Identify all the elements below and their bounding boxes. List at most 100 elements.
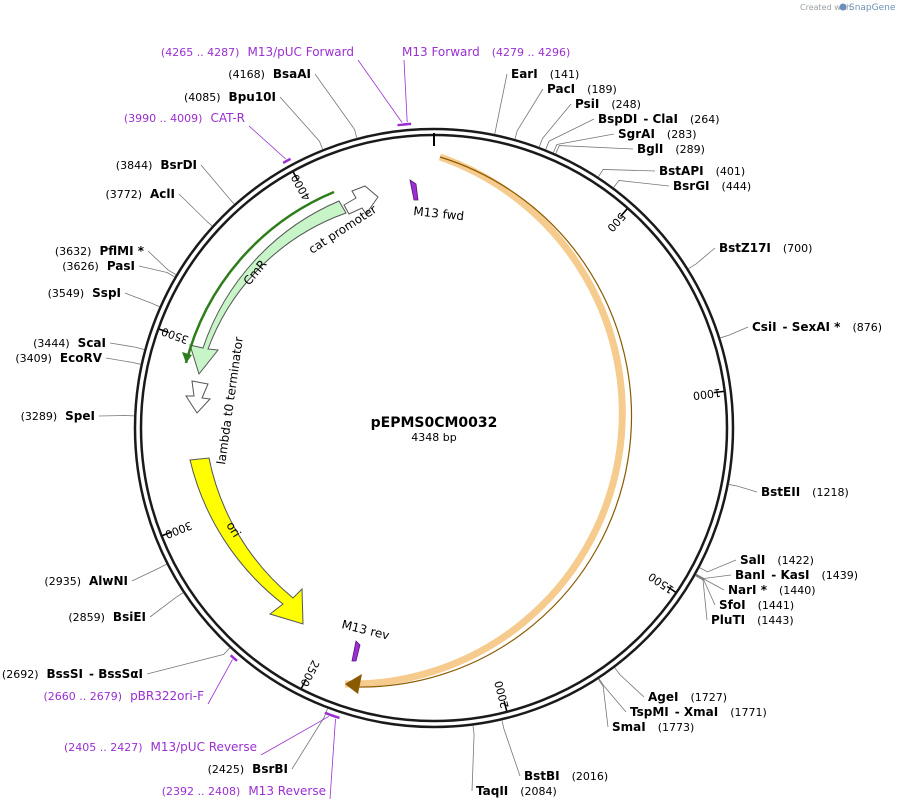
site-position: (3772) bbox=[105, 188, 142, 201]
site-label[interactable]: NarI * (1440) bbox=[728, 583, 816, 597]
site-leader bbox=[494, 73, 508, 135]
primer-bar[interactable] bbox=[324, 711, 335, 718]
site-label[interactable]: PacI(189) bbox=[547, 82, 617, 96]
primer-name: CAT-R bbox=[210, 111, 245, 125]
site-name: ScaI bbox=[78, 336, 106, 350]
site-text: EarI(141) bbox=[511, 67, 579, 81]
site-label[interactable]: (3772) AclI bbox=[105, 187, 175, 201]
primer-label[interactable]: (4265 .. 4287)M13/pUC Forward bbox=[161, 45, 354, 59]
primer-label[interactable]: (3990 .. 4009)CAT-R bbox=[124, 111, 245, 125]
site-label[interactable]: AgeI(1727) bbox=[648, 690, 727, 704]
feature-ori[interactable] bbox=[189, 457, 304, 625]
site-text: BspDI- ClaI(264) bbox=[598, 112, 720, 126]
site-leader bbox=[279, 96, 324, 150]
site-label[interactable]: PluTI(1443) bbox=[711, 613, 794, 627]
primer-bar[interactable] bbox=[332, 714, 340, 720]
site-label[interactable]: (2692)BssSI- BssSαI bbox=[2, 667, 143, 681]
feature-cmr[interactable] bbox=[189, 200, 347, 376]
primer-bar[interactable] bbox=[403, 122, 412, 126]
site-separator: - bbox=[783, 320, 792, 334]
feature-lambda-t0-terminator[interactable] bbox=[185, 380, 212, 414]
site-name: NarI * bbox=[728, 583, 768, 597]
site-position: (4085) bbox=[184, 91, 221, 104]
site-label[interactable]: BstEII(1218) bbox=[761, 485, 849, 499]
site-text: (3772) AclI bbox=[105, 187, 175, 201]
site-label[interactable]: (2859)BsiEI bbox=[68, 610, 146, 624]
site-leader bbox=[552, 133, 615, 153]
site-name: BsrBI bbox=[252, 762, 288, 776]
site-label[interactable]: (3632)PflMI * bbox=[55, 244, 145, 258]
site-name: PacI bbox=[547, 82, 575, 96]
site-label[interactable]: (3549)SspI bbox=[48, 286, 121, 300]
primer-name: M13 Forward bbox=[402, 45, 480, 59]
site-label[interactable]: (3289)SpeI bbox=[21, 409, 95, 423]
plasmid-name: pEPMS0CM0032 bbox=[371, 415, 498, 431]
site-position: (2084) bbox=[520, 785, 557, 798]
primer-label[interactable]: M13 Forward(4279 .. 4296) bbox=[402, 45, 570, 59]
primer-label[interactable]: (2392 .. 2408)M13 Reverse bbox=[162, 784, 326, 798]
credit-brand: SnapGene bbox=[849, 3, 896, 13]
site-text: CsiI- SexAI *(876) bbox=[752, 320, 882, 334]
site-name: BssSI bbox=[46, 667, 83, 681]
site-label[interactable]: (4085)Bpu10I bbox=[184, 90, 276, 104]
site-text: AgeI(1727) bbox=[648, 690, 727, 704]
site-text: BanI- KasI(1439) bbox=[735, 568, 858, 582]
primer-name: pBR322ori-F bbox=[130, 689, 204, 703]
site-text: (3409)EcoRV bbox=[15, 351, 102, 365]
site-label[interactable]: (3409)EcoRV bbox=[15, 351, 102, 365]
feature-m13-rev[interactable] bbox=[351, 640, 361, 662]
site-label[interactable]: (4168)BsaAI bbox=[228, 67, 311, 81]
site-label[interactable]: BstAPI(401) bbox=[659, 164, 745, 178]
site-separator: - bbox=[89, 667, 98, 681]
site-text: PsiI(248) bbox=[575, 97, 641, 111]
primer-leader bbox=[248, 125, 287, 160]
site-position: (1440) bbox=[779, 584, 816, 597]
site-label[interactable]: BstZ17I(700) bbox=[719, 241, 812, 255]
site-label[interactable]: BsrGI(444) bbox=[673, 179, 751, 193]
tick-mark bbox=[666, 585, 676, 593]
tick-mark bbox=[503, 700, 508, 712]
site-position: (3444) bbox=[33, 337, 70, 350]
site-label[interactable]: TaqII(2084) bbox=[476, 784, 557, 798]
site-leader bbox=[291, 708, 328, 770]
primer-text: (2660 .. 2679)pBR322ori-F bbox=[44, 689, 205, 703]
site-label[interactable]: PsiI(248) bbox=[575, 97, 641, 111]
site-label[interactable]: (3444) ScaI bbox=[33, 336, 106, 350]
site-label[interactable]: (3844)BsrDI bbox=[116, 158, 197, 172]
site-leader bbox=[124, 292, 160, 308]
site-name-2: BssSαI bbox=[98, 667, 143, 681]
site-label[interactable]: SalI(1422) bbox=[740, 553, 814, 567]
feature-m13-fwd[interactable] bbox=[409, 179, 419, 201]
site-label[interactable]: CsiI- SexAI *(876) bbox=[752, 320, 882, 334]
site-label[interactable]: (2425)BsrBI bbox=[208, 762, 288, 776]
site-leader bbox=[695, 574, 716, 606]
site-label[interactable]: EarI(141) bbox=[511, 67, 579, 81]
site-label[interactable]: BstBI(2016) bbox=[524, 769, 608, 783]
site-label[interactable]: (3626)PasI bbox=[62, 259, 135, 273]
site-name: PluTI bbox=[711, 613, 745, 627]
site-position: (700) bbox=[783, 242, 813, 255]
site-leader bbox=[314, 73, 358, 139]
site-label[interactable]: BglI(289) bbox=[637, 142, 705, 156]
site-separator: - bbox=[771, 568, 780, 582]
site-label[interactable]: SfoI(1441) bbox=[719, 598, 794, 612]
site-leader bbox=[105, 357, 141, 365]
site-label[interactable]: BanI- KasI(1439) bbox=[735, 568, 858, 582]
site-label[interactable]: SgrAI(283) bbox=[618, 127, 697, 141]
site-leader bbox=[200, 164, 235, 205]
site-position: (2859) bbox=[68, 611, 105, 624]
primer-bar[interactable] bbox=[229, 654, 238, 662]
site-text: BsrGI(444) bbox=[673, 179, 751, 193]
primer-label[interactable]: (2660 .. 2679)pBR322ori-F bbox=[44, 689, 205, 703]
site-label[interactable]: (2935)AlwNI bbox=[44, 574, 128, 588]
site-label[interactable]: TspMI- XmaI(1771) bbox=[630, 705, 767, 719]
primer-bar[interactable] bbox=[282, 157, 292, 164]
primer-label[interactable]: (2405 .. 2427)M13/pUC Reverse bbox=[64, 740, 257, 754]
site-label[interactable]: BspDI- ClaI(264) bbox=[598, 112, 720, 126]
feature-cat-promoter[interactable] bbox=[343, 185, 379, 215]
site-name: AclI bbox=[150, 187, 175, 201]
site-label[interactable]: SmaI(1773) bbox=[612, 720, 694, 734]
backbone-outer bbox=[133, 127, 735, 729]
site-position: (2016) bbox=[572, 770, 609, 783]
site-position: (444) bbox=[722, 180, 752, 193]
